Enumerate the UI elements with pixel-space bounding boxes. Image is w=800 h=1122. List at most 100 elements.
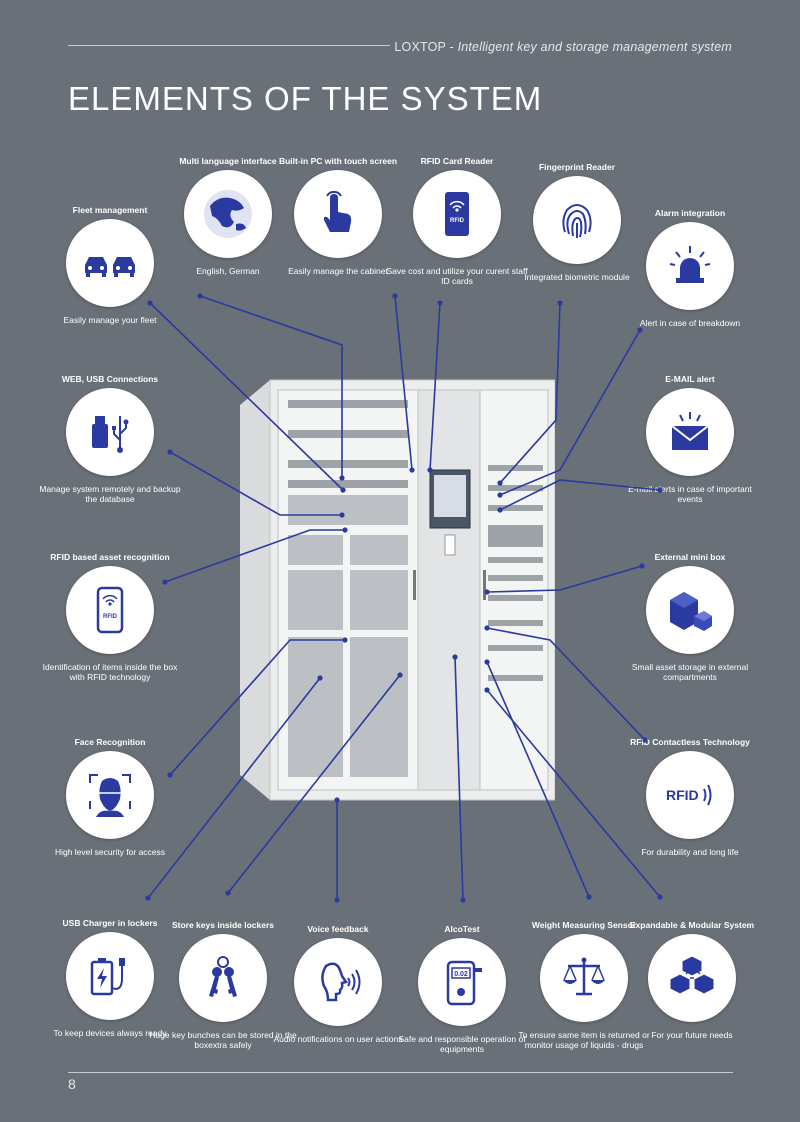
feature-description: English, German — [196, 266, 260, 276]
feature-circle — [648, 934, 736, 1022]
feature-description: Huge key bunches can be stored in the bo… — [149, 1030, 297, 1050]
connector-line — [227, 674, 401, 894]
connector-dot — [334, 897, 340, 903]
speaking-head-icon — [321, 962, 361, 1002]
feature-title: Voice feedback — [307, 924, 369, 934]
feature-usbcharger: USB Charger in lockers To keep devices a… — [35, 908, 185, 1038]
feature-circle — [66, 388, 154, 476]
feature-email: E-MAIL alert E-mail alerts in case of im… — [615, 364, 765, 504]
connector-dot — [397, 672, 403, 678]
connector-dot — [484, 659, 490, 665]
feature-rfidasset: RFID based asset recognition RFID Identi… — [35, 542, 185, 682]
page-title: ELEMENTS OF THE SYSTEM — [68, 80, 543, 117]
connector-line — [499, 329, 641, 496]
feature-circle — [540, 934, 628, 1022]
connector-line — [394, 295, 413, 471]
feature-circle — [646, 388, 734, 476]
feature-description: For durability and long life — [641, 847, 739, 857]
connector-dot — [586, 894, 592, 900]
brand-line: LOXTOP - Intelligent key and storage man… — [394, 40, 732, 54]
connector-dot — [340, 487, 346, 493]
connector-dot — [642, 737, 648, 743]
feature-description: Easily manage your fleet — [63, 315, 157, 325]
feature-rfidcard: RFID Card Reader RFID Save cost and util… — [382, 146, 532, 286]
connector-line — [486, 689, 661, 898]
feature-circle — [66, 932, 154, 1020]
connector-line — [454, 656, 464, 901]
touch-hand-icon — [323, 190, 352, 232]
feature-title: Multi language interface — [179, 156, 277, 166]
feature-description: Safe and responsible operation of equipm… — [398, 1034, 526, 1054]
feature-alcotest: AlcoTest 0.02 Safe and responsible opera… — [387, 914, 537, 1054]
feature-circle — [179, 934, 267, 1022]
feature-face: Face Recognition High level security for… — [35, 727, 185, 857]
feature-title: Fingerprint Reader — [538, 162, 616, 172]
breathalyzer-icon: 0.02 — [446, 960, 482, 1006]
svg-text:RFID: RFID — [666, 787, 699, 803]
connector-line — [147, 677, 321, 899]
feature-circle: RFID — [66, 566, 154, 654]
battery-charger-icon — [90, 958, 125, 996]
feature-description: Integrated biometric module — [524, 272, 630, 282]
connector-dot — [334, 797, 340, 803]
connector-line — [486, 565, 643, 593]
feature-pc: Built-in PC with touch screen Easily man… — [263, 146, 413, 276]
connector-dot — [437, 300, 443, 306]
connector-line — [164, 529, 345, 583]
alcotest-readout: 0.02 — [454, 971, 468, 978]
feature-title: E-MAIL alert — [665, 374, 715, 384]
feature-description: Alert in case of breakdown — [639, 318, 741, 328]
face-scan-icon — [89, 774, 131, 817]
scale-icon — [563, 957, 605, 996]
feature-title: RFID based asset recognition — [50, 552, 170, 562]
connector-dot — [497, 507, 503, 513]
feature-title: Store keys inside lockers — [171, 920, 275, 930]
svg-text:RFID: RFID — [103, 614, 118, 620]
feature-description: To ensure same item is returned or monit… — [518, 1030, 650, 1050]
cabinet-illustration — [240, 379, 555, 801]
feature-rfidcontact: RFID Contactless Technology RFID For dur… — [615, 727, 765, 857]
feature-title: External mini box — [654, 552, 726, 562]
feature-title: Built-in PC with touch screen — [278, 156, 398, 166]
feature-title: Fleet management — [72, 205, 148, 215]
feature-title: RFID Card Reader — [420, 156, 494, 166]
connector-dot — [197, 293, 203, 299]
brand-name: LOXTOP — [394, 40, 446, 54]
page-number: 8 — [68, 1076, 76, 1092]
connector-dot — [637, 327, 643, 333]
connector-dot — [639, 563, 645, 569]
rfid-phone-icon: RFID — [96, 586, 124, 634]
feature-circle — [646, 222, 734, 310]
feature-circle — [646, 566, 734, 654]
connector-dot — [484, 589, 490, 595]
globe-icon — [204, 190, 252, 238]
feature-description: To keep devices always ready — [53, 1028, 167, 1038]
rfid-card-icon: RFID — [445, 192, 469, 236]
modular-cubes-icon — [669, 955, 715, 995]
feature-weight: Weight Measuring Sensor To ensure same i… — [509, 910, 659, 1050]
connector-dot — [657, 894, 663, 900]
feature-title: Weight Measuring Sensor — [531, 920, 637, 930]
connector-dot — [167, 449, 173, 455]
feature-minibox: External mini box Small asset storage in… — [615, 542, 765, 682]
connector-line — [486, 627, 646, 741]
connector-dot — [657, 487, 663, 493]
connector-dot — [342, 527, 348, 533]
feature-description: E-mail alerts in case of important event… — [628, 484, 752, 504]
feature-description: Identification of items inside the box w… — [42, 662, 178, 682]
feature-title: Alarm integration — [654, 208, 726, 218]
usb-icon — [92, 416, 129, 453]
feature-circle — [66, 219, 154, 307]
connector-dot — [460, 897, 466, 903]
keys-icon — [209, 956, 237, 997]
rfid-waves-icon: RFID — [666, 784, 712, 806]
feature-description: Audio notifications on user actions — [273, 1034, 403, 1044]
svg-text:RFID: RFID — [450, 218, 465, 224]
feature-circle — [294, 170, 382, 258]
connector-line — [199, 295, 343, 478]
feature-multilang: Multi language interface English, German — [153, 146, 303, 276]
connector-dot — [557, 300, 563, 306]
connector-line — [169, 639, 345, 776]
feature-storekeys: Store keys inside lockers Huge key bunch… — [148, 910, 298, 1050]
connector-line — [499, 479, 661, 511]
